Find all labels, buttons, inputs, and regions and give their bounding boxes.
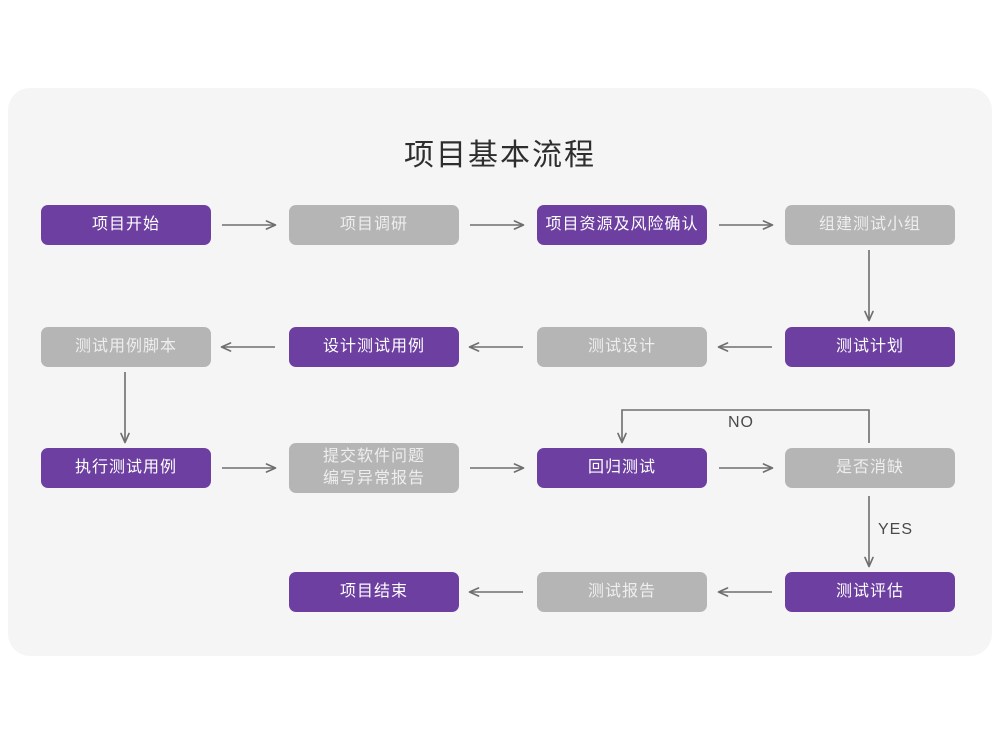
node-test-report[interactable]: 测试报告: [537, 572, 707, 612]
node-test-case-script[interactable]: 测试用例脚本: [41, 327, 211, 367]
node-project-end[interactable]: 项目结束: [289, 572, 459, 612]
node-test-plan[interactable]: 测试计划: [785, 327, 955, 367]
node-defect-cleared[interactable]: 是否消缺: [785, 448, 955, 488]
page-title: 项目基本流程: [404, 139, 596, 172]
flowchart-card: [8, 88, 992, 656]
node-build-test-team[interactable]: 组建测试小组: [785, 205, 955, 245]
node-test-evaluation[interactable]: 测试评估: [785, 572, 955, 612]
node-test-design[interactable]: 测试设计: [537, 327, 707, 367]
edge-label-no: NO: [728, 414, 754, 431]
node-submit-issue-report[interactable]: 提交软件问题 编写异常报告: [289, 443, 459, 493]
node-resource-risk-confirm[interactable]: 项目资源及风险确认: [537, 205, 707, 245]
node-regression-test[interactable]: 回归测试: [537, 448, 707, 488]
node-project-research[interactable]: 项目调研: [289, 205, 459, 245]
edge-label-yes: YES: [878, 521, 914, 538]
node-execute-test-case[interactable]: 执行测试用例: [41, 448, 211, 488]
node-design-test-case[interactable]: 设计测试用例: [289, 327, 459, 367]
node-project-start[interactable]: 项目开始: [41, 205, 211, 245]
